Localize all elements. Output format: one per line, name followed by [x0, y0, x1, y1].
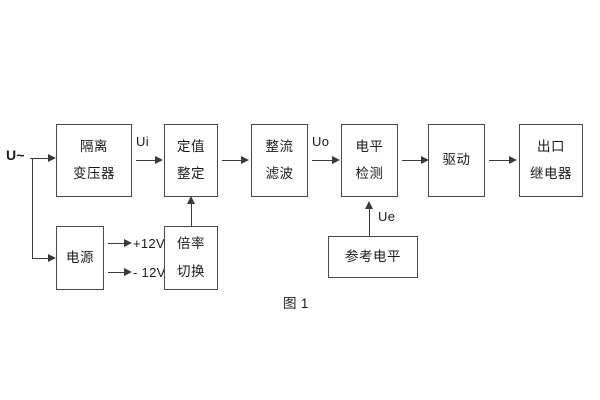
block-drive[interactable]: 驱动	[428, 124, 485, 197]
uo-connector-line	[312, 160, 333, 161]
drive-to-relay-line	[489, 160, 510, 161]
block-multiplier-switch-line2: 切换	[177, 263, 205, 279]
rail-positive-arrow-icon	[124, 238, 132, 247]
block-isolation-transformer-line1: 隔离	[80, 138, 108, 154]
ue-arrow-icon	[364, 201, 373, 209]
ui-connector-line	[136, 160, 156, 161]
block-power-supply[interactable]: 电源	[56, 226, 104, 290]
level-to-drive-arrow-icon	[421, 155, 429, 164]
ue-connector-line	[369, 208, 370, 236]
block-setting-value-line2: 整定	[177, 166, 205, 181]
rail-positive-line	[108, 243, 125, 244]
block-power-supply-line1: 电源	[66, 249, 94, 265]
block-setting-value[interactable]: 定值 整定	[164, 124, 218, 197]
multiplier-to-setting-arrow-icon	[186, 196, 195, 204]
multiplier-to-setting-line	[191, 203, 192, 226]
rail-negative-arrow-icon	[124, 267, 132, 276]
block-level-detect-line2: 检测	[355, 166, 384, 181]
level-to-drive-line	[402, 160, 422, 161]
rail-negative-label: - 12V	[133, 265, 166, 280]
signal-label-uo: Uo	[312, 134, 330, 149]
block-multiplier-switch[interactable]: 倍率 切换	[164, 226, 218, 290]
uo-arrow-icon	[332, 155, 340, 164]
signal-label-ui: Ui	[136, 134, 149, 149]
block-output-relay[interactable]: 出口 继电器	[519, 124, 583, 197]
setting-to-rectify-arrow-icon	[241, 155, 249, 164]
block-rectify-filter[interactable]: 整流 滤波	[251, 124, 308, 197]
block-rectify-filter-line2: 滤波	[265, 166, 294, 181]
input-branch-top-arrow-icon	[48, 153, 56, 162]
block-rectify-filter-line1: 整流	[265, 138, 294, 154]
figure-caption: 图 1	[283, 296, 309, 311]
block-multiplier-switch-line1: 倍率	[177, 236, 205, 252]
input-branch-bottom-line	[32, 258, 49, 259]
block-reference-level[interactable]: 参考电平	[328, 236, 418, 278]
signal-label-ue: Ue	[378, 209, 396, 224]
input-branch-top-line	[32, 158, 49, 159]
rail-positive-label: +12V	[133, 236, 165, 251]
block-level-detect[interactable]: 电平 检测	[341, 124, 398, 197]
block-isolation-transformer-line2: 变压器	[73, 166, 115, 181]
rail-negative-line	[108, 272, 125, 273]
ui-arrow-icon	[155, 155, 163, 164]
block-level-detect-line1: 电平	[355, 138, 384, 154]
drive-to-relay-arrow-icon	[509, 155, 517, 164]
block-output-relay-line2: 继电器	[530, 166, 572, 181]
input-branch-bottom-arrow-icon	[48, 253, 56, 262]
input-supply-label: U~	[6, 147, 25, 163]
block-reference-level-line1: 参考电平	[345, 248, 401, 264]
block-setting-value-line1: 定值	[177, 138, 205, 154]
block-drive-line1: 驱动	[442, 152, 471, 168]
setting-to-rectify-line	[222, 160, 242, 161]
block-isolation-transformer[interactable]: 隔离 变压器	[56, 124, 132, 197]
input-bus-vertical-line	[32, 158, 33, 258]
block-output-relay-line1: 出口	[537, 138, 565, 154]
